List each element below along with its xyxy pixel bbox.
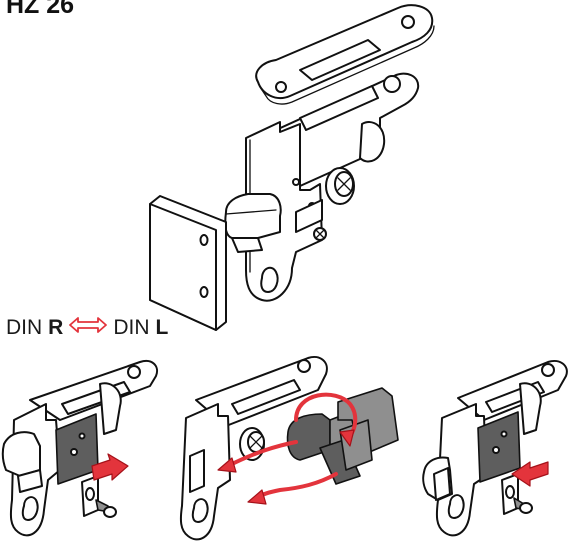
step-three-illustration	[422, 360, 568, 537]
red-arrow-push-in	[511, 461, 549, 487]
din-direction-label: DIN R DIN L	[6, 316, 168, 340]
din-left-prefix: DIN	[6, 316, 43, 339]
main-assembly-illustration	[149, 4, 435, 331]
mounting-angle-plate	[149, 195, 227, 331]
red-arrow-out	[254, 472, 338, 500]
din-right-prefix: DIN	[113, 316, 150, 339]
step-two-illustration	[179, 356, 399, 541]
red-arrow-rotate	[294, 392, 358, 438]
upper-strike-plate	[255, 4, 435, 105]
step-one-illustration	[1, 360, 158, 537]
red-arrow-pull-out	[91, 453, 129, 481]
front-bracket	[245, 121, 327, 302]
red-arrow-in	[226, 440, 298, 468]
product-title: HZ 26	[6, 0, 75, 19]
adjustment-screw	[325, 167, 355, 205]
double-arrow-icon	[69, 316, 108, 340]
din-left-side: R	[48, 316, 64, 339]
din-right-side: L	[155, 316, 169, 339]
rear-bracket	[275, 72, 420, 187]
